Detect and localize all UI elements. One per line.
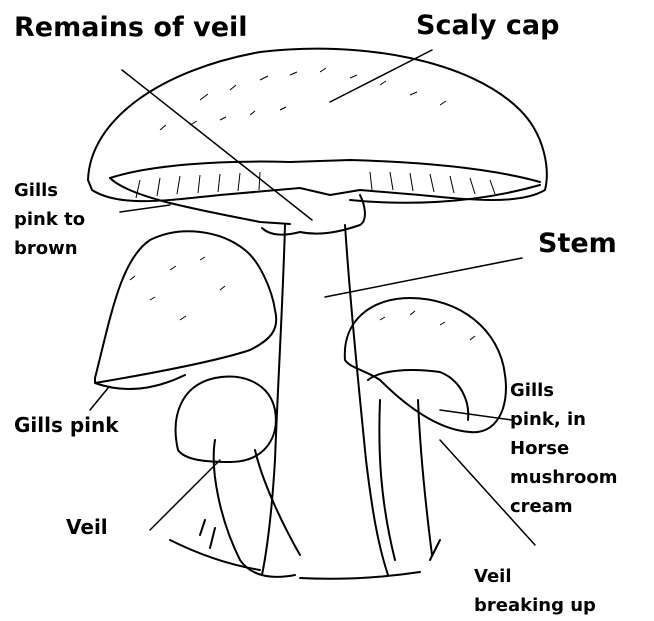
label-gills-pink-horse: Gills pink, in Horse mushroom cream bbox=[510, 376, 617, 521]
label-gills-pink-to-brown: Gills pink to brown bbox=[14, 176, 85, 263]
label-gills-pink: Gills pink bbox=[14, 410, 119, 440]
left-cap bbox=[95, 231, 276, 383]
label-scaly-cap: Scaly cap bbox=[416, 10, 559, 41]
cap-texture bbox=[130, 68, 495, 340]
right-stem bbox=[379, 400, 395, 560]
veil-remains bbox=[262, 195, 365, 235]
large-cap bbox=[88, 49, 547, 202]
large-cap-gills bbox=[110, 160, 540, 182]
leader-scaly-cap bbox=[330, 50, 432, 102]
grass bbox=[170, 520, 440, 579]
leader-stem bbox=[325, 258, 522, 297]
leader-veil bbox=[150, 460, 220, 530]
label-remains-of-veil: Remains of veil bbox=[14, 12, 248, 43]
right-cap bbox=[345, 298, 506, 432]
left-button bbox=[176, 377, 276, 462]
label-stem: Stem bbox=[538, 228, 617, 259]
label-veil: Veil bbox=[66, 512, 108, 542]
leader-gills-pink bbox=[90, 388, 108, 410]
leader-gills-brown bbox=[120, 205, 170, 212]
label-veil-breaking-up: Veil breaking up bbox=[474, 562, 596, 620]
